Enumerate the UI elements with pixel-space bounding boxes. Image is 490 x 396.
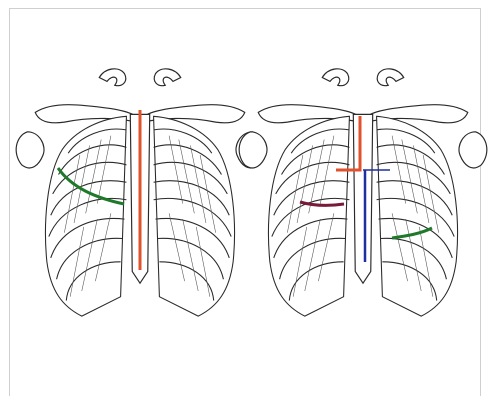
right-thorax [239,69,487,316]
